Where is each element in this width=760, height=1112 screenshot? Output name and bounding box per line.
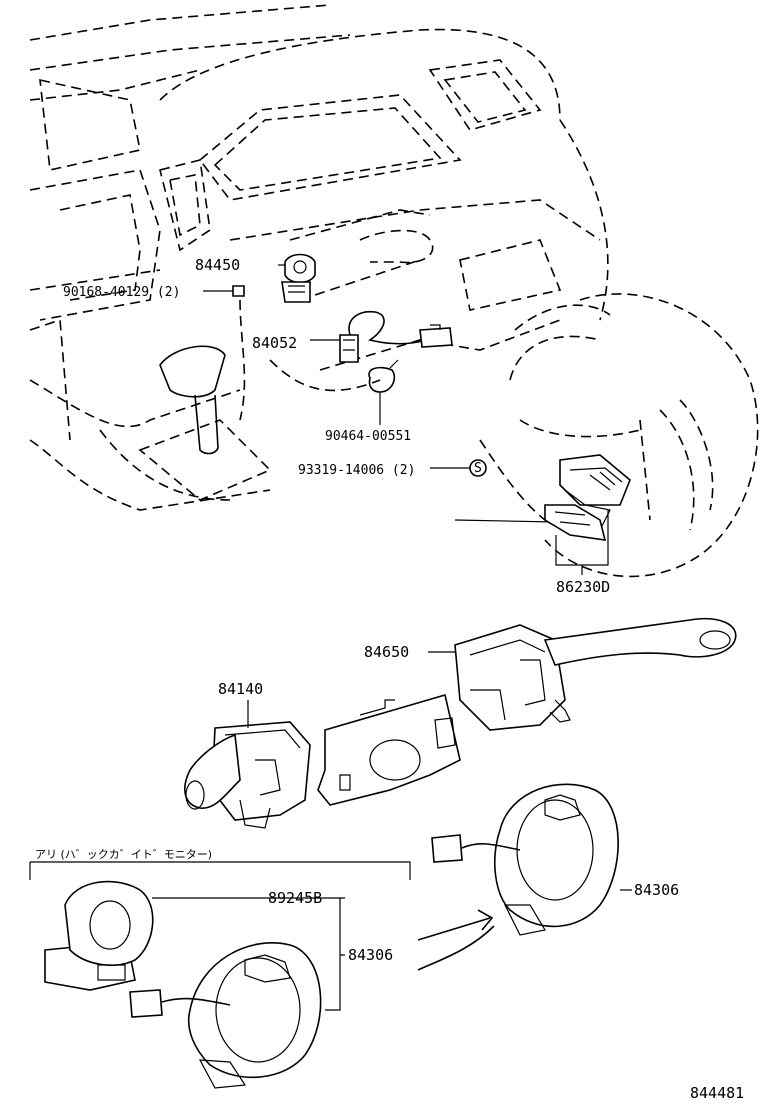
label-89245b: 89245B: [268, 889, 322, 907]
option-bracket: [29, 861, 411, 880]
label-84650: 84650: [364, 643, 409, 661]
spiral-cable-84306-right: [431, 783, 632, 936]
harness-84052: [310, 310, 453, 363]
clamp-90464: [368, 359, 399, 425]
spiral-cable-84306-left: [129, 898, 345, 1089]
screw-90168: [203, 285, 245, 297]
steering-wheel: [454, 293, 759, 578]
column-bracket: [317, 693, 461, 806]
label-84052: 84052: [252, 334, 297, 352]
steering-column: [289, 209, 434, 301]
wiper-switch-84650: [428, 617, 737, 731]
s-mark-letter: S: [474, 461, 482, 476]
label-option-note: アリ (ハ゛ックカ゛イト゛モニター): [35, 848, 212, 861]
label-84450: 84450: [195, 256, 240, 274]
direction-arrow: [417, 909, 495, 971]
sensor-89245b: [44, 880, 345, 991]
shift-lever: [138, 345, 272, 501]
label-84140: 84140: [218, 680, 263, 698]
s-mark: [430, 459, 487, 477]
label-93319-14006: 93319-14006 (2): [298, 463, 415, 478]
label-84306-left: 84306: [348, 946, 393, 964]
label-90168-40129: 90168-40129 (2): [63, 285, 180, 300]
steering-switch-86230d: [544, 454, 631, 575]
dashboard-outline: [29, 4, 609, 511]
figure-id: 844481: [690, 1084, 744, 1102]
label-84306-right: 84306: [634, 881, 679, 899]
light-switch-84140: [184, 700, 311, 829]
ignition-switch-84450: [281, 253, 316, 303]
label-90464-00551: 90464-00551: [325, 429, 411, 444]
label-86230d: 86230D: [556, 578, 610, 596]
